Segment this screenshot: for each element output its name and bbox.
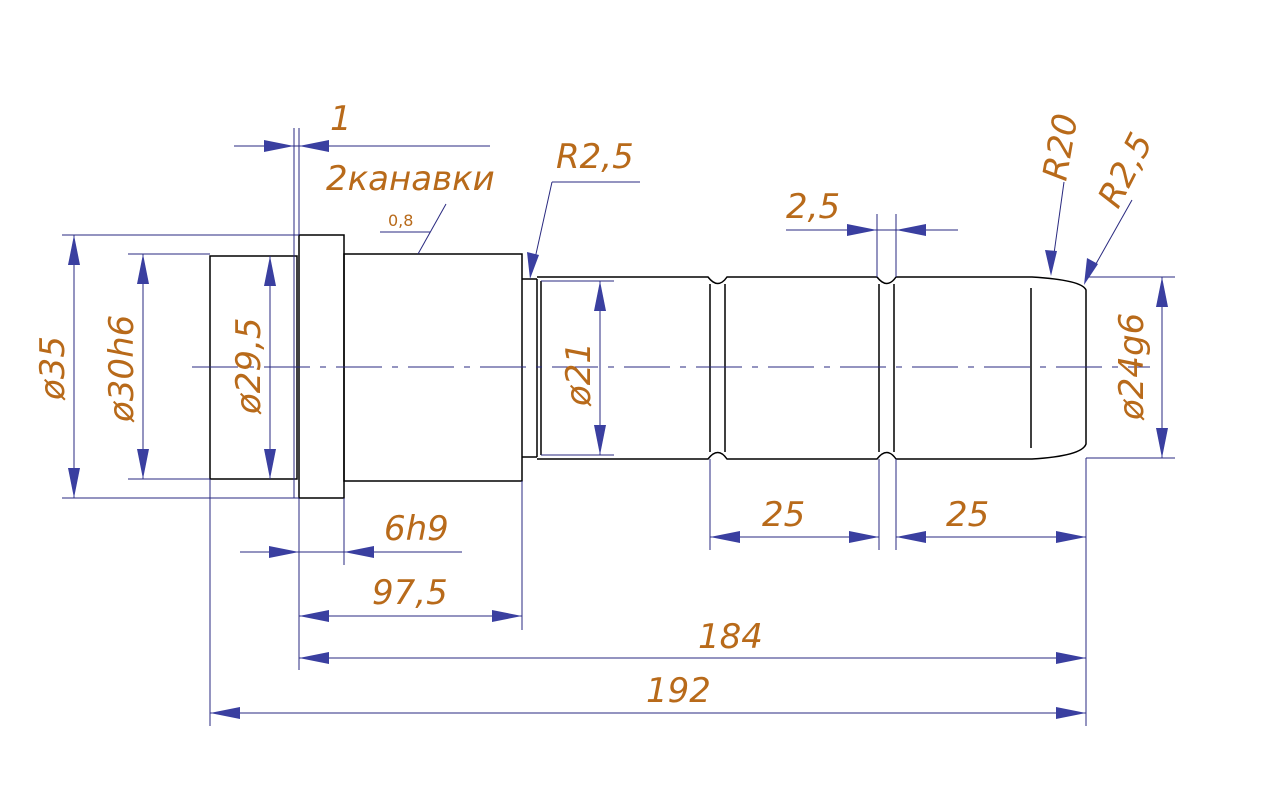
arrow-head (1056, 652, 1086, 664)
arrow-head (210, 707, 240, 719)
leader-r20: R20 (1035, 111, 1086, 276)
arrow-head (299, 610, 329, 622)
dim-len25-b: 25 (895, 459, 1086, 550)
arrow-head (1084, 258, 1098, 285)
dim-text-d24g6: ø24g6 (1112, 313, 1152, 421)
arrow-head (896, 531, 926, 543)
dim-text-r2-5-right: R2,5 (1090, 127, 1161, 214)
arrow-head (710, 531, 740, 543)
dim-len97-5: 97,5 (298, 481, 523, 670)
arrow-head (1156, 277, 1168, 307)
arrow-head (492, 610, 522, 622)
arrow-head (137, 254, 149, 284)
arrow-head (527, 252, 539, 279)
groove-1 (709, 284, 726, 452)
arrow-head (594, 281, 606, 311)
arrow-head (299, 140, 329, 152)
dim-text-w6h9: 6h9 (384, 509, 449, 549)
dim-text-d29-5: ø29,5 (229, 317, 269, 415)
dim-len192: 192 (209, 479, 1086, 726)
arrow-head (68, 468, 80, 498)
arrow-head (1056, 531, 1086, 543)
arrow-head (264, 449, 276, 479)
arrow-head (896, 224, 926, 236)
arrow-head (1056, 707, 1086, 719)
leader-r2-5-left: R2,5 (527, 137, 640, 279)
dim-text-len25-b: 25 (946, 495, 989, 535)
dim-d29-5: ø29,5 (229, 256, 276, 479)
shaft-right-section (537, 276, 1087, 460)
arrow-head (299, 652, 329, 664)
arrow-head (264, 140, 294, 152)
dim-d21: ø21 (541, 280, 614, 456)
arrow-head (847, 224, 877, 236)
arrow-head (1156, 428, 1168, 458)
dim-text-d35: ø35 (33, 336, 73, 401)
dim-text-len1: 1 (330, 99, 352, 139)
dim-text-len192: 192 (646, 671, 711, 711)
dim-len184: 184 (299, 458, 1087, 726)
dim-text-d30h6: ø30h6 (102, 315, 142, 423)
groove-2 (878, 284, 895, 452)
arrow-head (68, 235, 80, 265)
leader-r2-5-right: R2,5 (1084, 127, 1161, 285)
dim-text-grooves: 2канавки (326, 159, 495, 199)
arrow-head (137, 449, 149, 479)
arrow-head (264, 256, 276, 286)
arrow-head (269, 546, 299, 558)
dim-d35: ø35 (33, 234, 299, 499)
arrow-head (1045, 250, 1057, 276)
dim-text-r2-5-left: R2,5 (556, 137, 634, 177)
dim-text-len25-a: 25 (762, 495, 805, 535)
arrow-head (849, 531, 879, 543)
dim-d30h6: ø30h6 (102, 253, 210, 480)
dim-len25-a: 25 (709, 459, 880, 550)
dim-text-len184: 184 (698, 617, 763, 657)
dim-len2-5: 2,5 (786, 187, 958, 277)
arrow-head (594, 425, 606, 455)
dim-text-roughness: 0,8 (388, 211, 413, 230)
dim-text-r20: R20 (1035, 111, 1086, 184)
dim-text-len2-5: 2,5 (786, 187, 840, 227)
dim-len1: 1 2канавки (234, 99, 495, 498)
dim-text-len97-5: 97,5 (372, 573, 448, 613)
dim-d24g6: ø24g6 (1086, 276, 1175, 459)
arrow-head (344, 546, 374, 558)
shaft-undercut (522, 278, 538, 458)
dim-text-d21: ø21 (559, 342, 599, 407)
dim-w6h9: 6h9 (240, 498, 462, 565)
roughness-mark: 0,8 (380, 203, 447, 255)
